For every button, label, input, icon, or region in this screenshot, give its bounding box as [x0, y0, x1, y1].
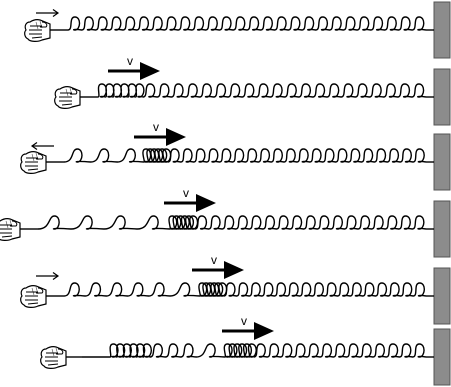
velocity-label: v: [241, 314, 247, 328]
spring-coil: [63, 148, 145, 163]
spring-coil: [109, 343, 152, 358]
spring-coil: [167, 148, 427, 163]
wall-icon: [426, 200, 451, 258]
spring-row: v: [20, 120, 451, 191]
spring-coil: [195, 343, 226, 358]
wall-icon: [426, 1, 451, 59]
motion-arrow-icon: [30, 142, 54, 150]
velocity-label: v: [153, 120, 159, 134]
velocity-arrow-icon: v: [192, 253, 244, 279]
wall-icon: [426, 328, 451, 386]
spring-coil: [169, 282, 201, 297]
hand-icon: [20, 285, 62, 308]
motion-arrow-icon: [36, 272, 60, 280]
velocity-label: v: [127, 54, 133, 68]
hand-icon: [40, 346, 82, 369]
wall-icon: [426, 267, 451, 325]
spring-coil: [149, 343, 197, 358]
spring-coil: [63, 282, 171, 297]
velocity-label: v: [183, 186, 189, 200]
spring-coil: [142, 148, 172, 163]
spring-row: v: [54, 54, 451, 126]
spring-coil: [142, 83, 427, 98]
spring-coil: [168, 215, 199, 230]
hand-icon: [54, 86, 96, 109]
velocity-arrow-icon: v: [164, 186, 216, 212]
spring-coil: [67, 16, 427, 31]
velocity-arrow-icon: v: [222, 314, 274, 340]
velocity-arrow-icon: v: [134, 120, 186, 146]
hand-icon: [20, 151, 62, 174]
spring-coil: [97, 83, 145, 98]
hand-icon: [24, 19, 66, 42]
hand-icon: [0, 218, 36, 241]
spring-coil: [253, 343, 427, 358]
motion-arrow-icon: [36, 9, 60, 17]
spring-row: v: [0, 186, 451, 258]
spring-coil: [194, 215, 427, 230]
spring-coil: [223, 343, 257, 358]
spring-row: v: [40, 314, 451, 386]
wall-icon: [426, 68, 451, 126]
velocity-arrow-icon: v: [108, 54, 160, 80]
wall-icon: [426, 133, 451, 191]
spring-coil: [198, 282, 228, 297]
spring-coil: [223, 282, 427, 297]
velocity-label: v: [211, 253, 217, 267]
spring-row: [24, 1, 451, 59]
spring-coil: [37, 215, 171, 230]
spring-row: v: [20, 253, 451, 325]
